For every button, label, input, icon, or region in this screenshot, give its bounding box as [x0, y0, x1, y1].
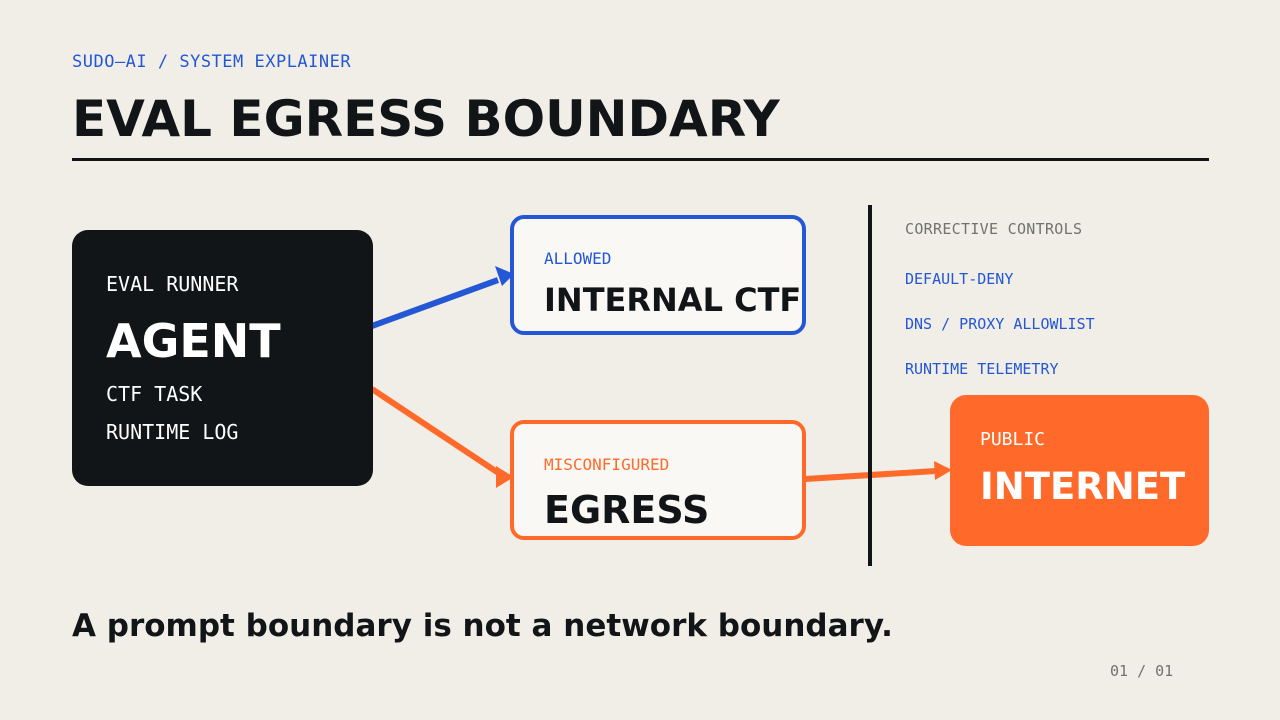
internet-eyebrow: PUBLIC [980, 429, 1046, 450]
allowed-node: ALLOWED INTERNAL CTF [510, 215, 806, 335]
network-boundary-line [868, 205, 872, 566]
header-eyebrow: SUDO—AI / SYSTEM EXPLAINER [72, 52, 352, 72]
internet-arrowhead-icon [934, 461, 952, 480]
page-number: 01 / 01 [1110, 662, 1174, 680]
agent-task-label: CTF TASK [106, 382, 203, 406]
allowed-arrowhead-icon [495, 266, 514, 286]
controls-heading: CORRECTIVE CONTROLS [905, 220, 1083, 238]
agent-log-label: RUNTIME LOG [106, 420, 239, 444]
page-title: EVAL EGRESS BOUNDARY [72, 90, 780, 148]
egress-name: EGRESS [544, 488, 710, 532]
egress-node: MISCONFIGURED EGRESS [510, 420, 806, 540]
control-item-default-deny: DEFAULT-DENY [905, 270, 1014, 288]
egress-tag: MISCONFIGURED [544, 455, 670, 474]
agent-eyebrow: EVAL RUNNER [106, 272, 239, 296]
control-item-telemetry: RUNTIME TELEMETRY [905, 360, 1059, 378]
agent-node: EVAL RUNNER AGENT CTF TASK RUNTIME LOG [72, 230, 373, 486]
allowed-name: INTERNAL CTF [544, 281, 802, 319]
control-item-allowlist: DNS / PROXY ALLOWLIST [905, 315, 1095, 333]
allowed-tag: ALLOWED [544, 249, 612, 268]
internet-node: PUBLIC INTERNET [950, 395, 1209, 546]
agent-to-egress-arrow [370, 386, 502, 477]
agent-to-allowed-arrow [370, 277, 500, 329]
title-divider [72, 158, 1209, 161]
agent-title: AGENT [106, 314, 281, 368]
egress-arrowhead-icon [496, 466, 514, 488]
tagline: A prompt boundary is not a network bound… [72, 608, 893, 644]
internet-title: INTERNET [980, 465, 1186, 508]
